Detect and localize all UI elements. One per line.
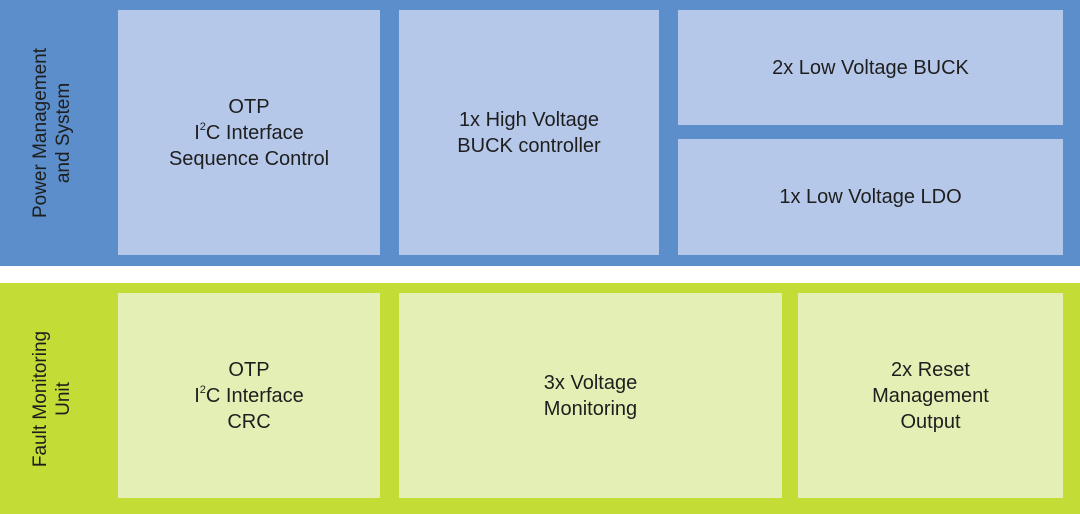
hv-buck-line1: 1x High Voltage [458, 108, 600, 131]
fault-monitoring-title-line1: Fault Monitoring [30, 330, 52, 467]
reset-line3: Output [900, 410, 961, 433]
reset-management-block: 2x Reset Management Output [798, 293, 1063, 498]
power-management-title: Power Management and System [0, 0, 104, 266]
reset-line1: 2x Reset [891, 358, 970, 381]
ldo-label: 1x Low Voltage LDO [779, 186, 962, 208]
power-management-section: Power Management and System OTP I2C Inte… [0, 0, 1080, 266]
fm-i2c-label: I2C Interface [194, 383, 304, 407]
voltage-monitoring-line2: Monitoring [543, 397, 638, 420]
pm-sequence-label: Sequence Control [168, 147, 330, 170]
ldo-block: 1x Low Voltage LDO [678, 139, 1063, 255]
fault-monitoring-title: Fault Monitoring Unit [0, 283, 104, 514]
power-management-title-line1: Power Management [30, 47, 52, 219]
fault-monitoring-title-line2: Unit [53, 381, 75, 416]
pm-otp-block: OTP I2C Interface Sequence Control [118, 10, 380, 255]
fm-otp-block: OTP I2C Interface CRC [118, 293, 380, 498]
power-management-title-line2: and System [53, 82, 75, 184]
pm-otp-label: OTP [228, 95, 270, 118]
pm-i2c-label: I2C Interface [194, 120, 304, 144]
lv-buck-label: 2x Low Voltage BUCK [772, 56, 969, 79]
fault-monitoring-section: Fault Monitoring Unit OTP I2C Interface … [0, 283, 1080, 514]
reset-line2: Management [872, 384, 989, 407]
hv-buck-block: 1x High Voltage BUCK controller [399, 10, 659, 255]
voltage-monitoring-block: 3x Voltage Monitoring [399, 293, 782, 498]
fm-crc-label: CRC [227, 410, 271, 433]
voltage-monitoring-line1: 3x Voltage [543, 371, 638, 394]
lv-buck-block: 2x Low Voltage BUCK [678, 10, 1063, 125]
fm-otp-label: OTP [228, 358, 270, 381]
hv-buck-line2: BUCK controller [457, 134, 601, 157]
